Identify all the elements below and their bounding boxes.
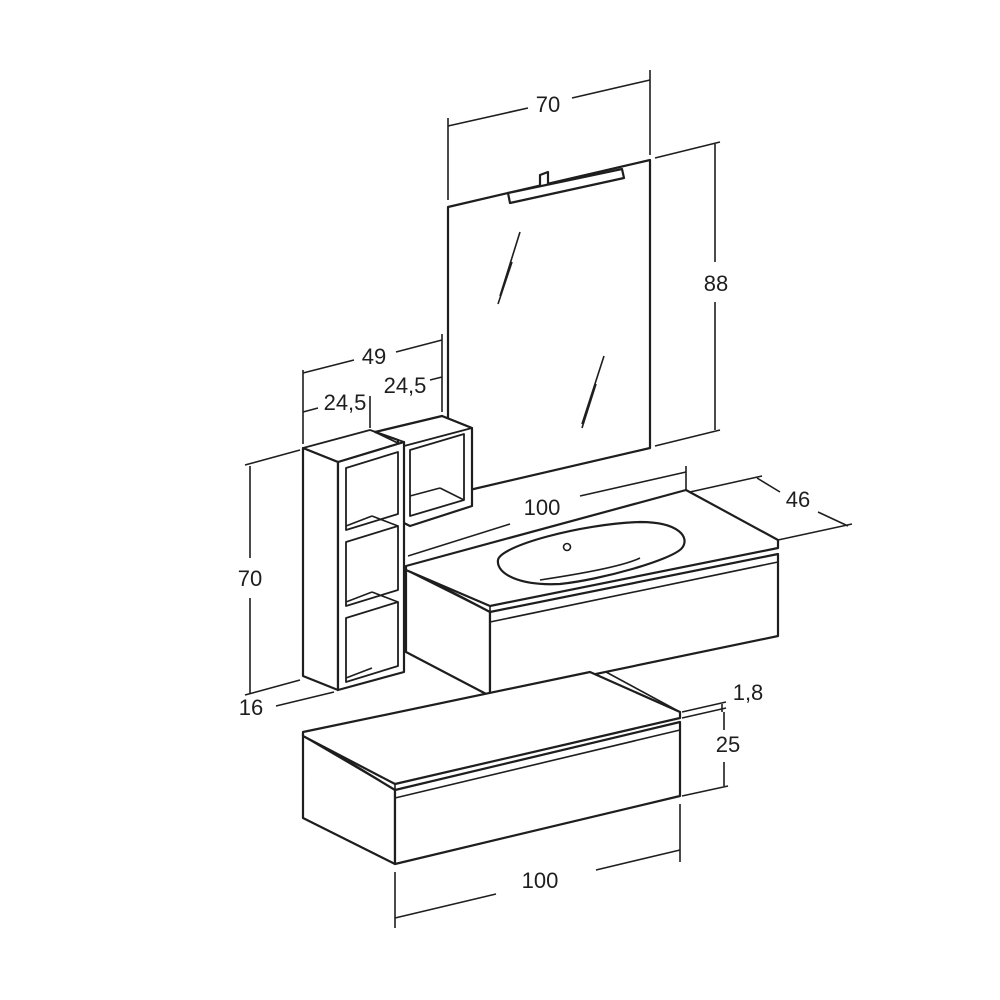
shelf-depth-label: 16 bbox=[239, 695, 263, 720]
mirror-glare bbox=[497, 261, 513, 305]
shelf-total-width-label: 49 bbox=[362, 344, 386, 369]
mirror-glare bbox=[581, 383, 597, 429]
tall-shelf bbox=[301, 429, 406, 692]
tall-shelf-inner-edge bbox=[345, 591, 373, 603]
tall-shelf-compartment bbox=[345, 451, 399, 531]
small-shelf-inner-edge bbox=[409, 487, 441, 497]
tall-shelf-top bbox=[302, 429, 405, 463]
mirror-height-label: 88 bbox=[704, 271, 728, 296]
tall-shelf-compartment bbox=[345, 601, 399, 683]
mirror-panel bbox=[446, 158, 652, 497]
mirror-lamp bbox=[506, 167, 626, 205]
tall-shelf-inner-edge bbox=[345, 667, 373, 679]
tall-shelf-compartment bbox=[345, 525, 399, 607]
lower-drawer-top-line bbox=[394, 729, 681, 799]
top-thickness-label: 1,8 bbox=[733, 680, 764, 705]
drawer-height-label: 25 bbox=[716, 732, 740, 757]
tall-shelf-inner-edge bbox=[345, 515, 373, 527]
tall-shelf-front bbox=[336, 440, 406, 692]
lamp-bar bbox=[506, 167, 626, 205]
dimension-lines bbox=[244, 70, 853, 928]
vanity-width-label: 100 bbox=[524, 495, 561, 520]
sink-inner-rim bbox=[539, 557, 641, 581]
lower-unit-edge bbox=[302, 735, 396, 791]
countertop-edge bbox=[489, 553, 779, 613]
shelf-tall-width-label: 24,5 bbox=[324, 390, 367, 415]
vanity-unit bbox=[404, 488, 780, 698]
small-shelf-inner-edge bbox=[439, 487, 465, 501]
mirror-glare bbox=[499, 231, 521, 297]
shelf-height-label: 70 bbox=[238, 566, 262, 591]
lower-unit-width-label: 100 bbox=[522, 868, 559, 893]
lower-drawer-unit bbox=[301, 670, 682, 866]
lower-unit-edge bbox=[394, 721, 681, 791]
mirror-glare bbox=[581, 355, 605, 425]
drawer-top-line bbox=[489, 561, 779, 623]
shelf-small-width-label: 24,5 bbox=[384, 373, 427, 398]
dimension-labels: 70 88 49 24,5 24,5 70 16 100 46 1,8 25 1… bbox=[238, 92, 810, 893]
tall-shelf-inner-edge bbox=[371, 591, 399, 603]
tall-shelf-side bbox=[301, 446, 340, 692]
mirror-width-label: 70 bbox=[536, 92, 560, 117]
sink-basin bbox=[496, 520, 686, 586]
drain-icon bbox=[562, 542, 572, 552]
countertop-edge bbox=[405, 569, 491, 613]
mirror bbox=[446, 158, 652, 497]
tall-shelf-inner-edge bbox=[371, 515, 399, 527]
vanity-depth-label: 46 bbox=[786, 487, 810, 512]
small-shelf-top bbox=[374, 415, 473, 447]
